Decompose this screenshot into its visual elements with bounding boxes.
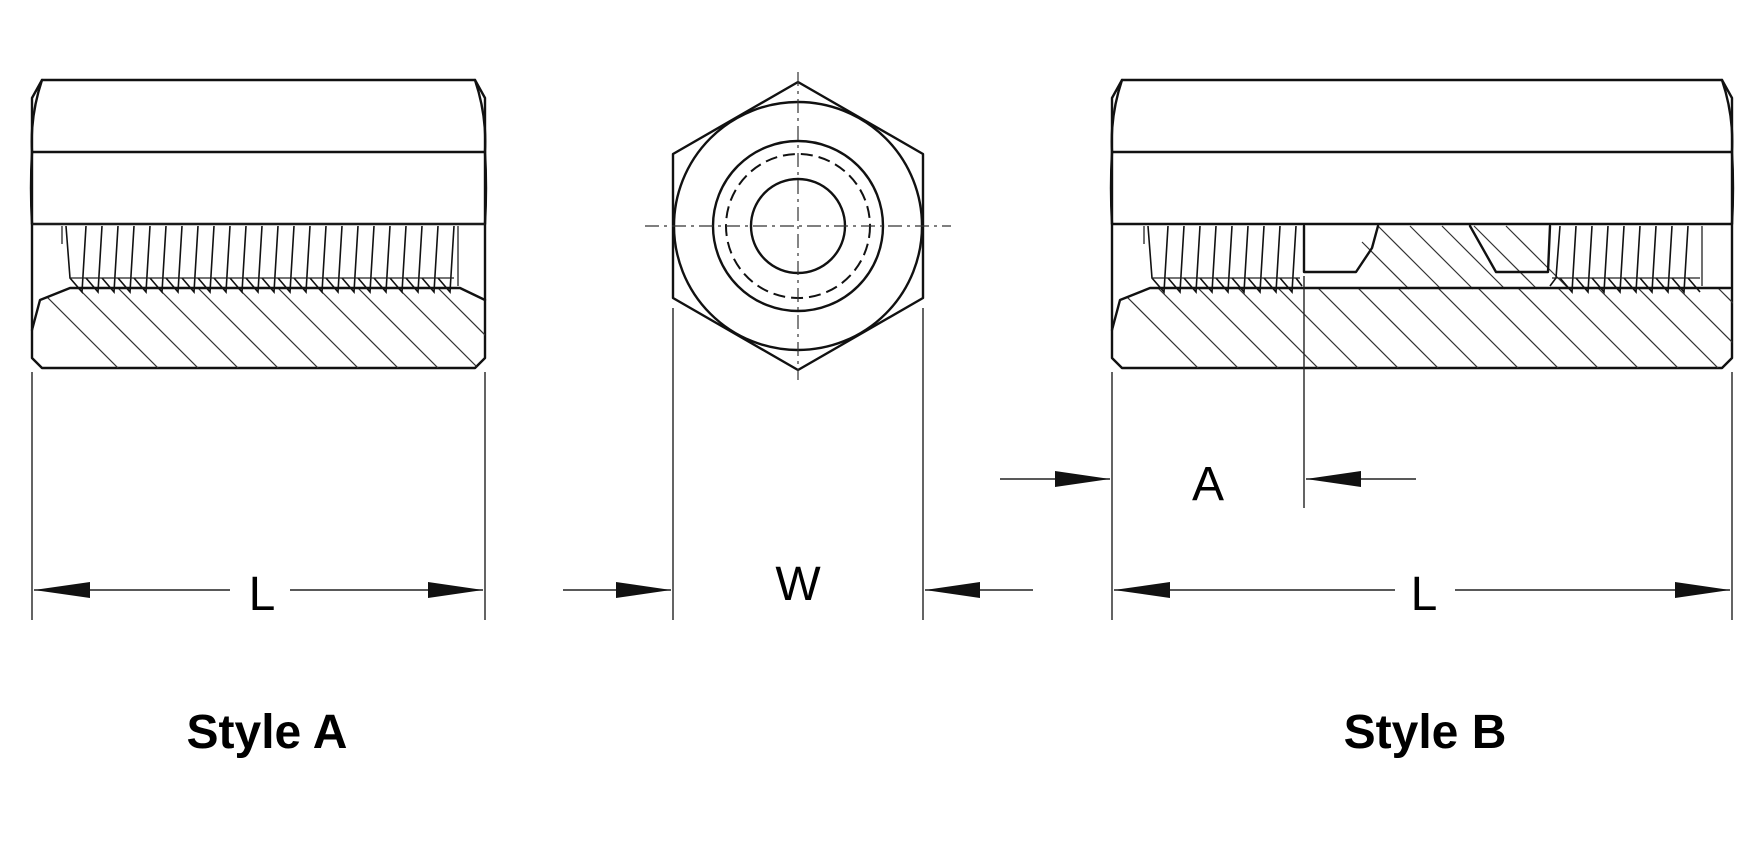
style-b-hex-corner-right [1720, 78, 1735, 226]
end-view [645, 72, 951, 380]
style-b-threads-right [1549, 225, 1703, 295]
style-a-hex-corner-left [29, 78, 44, 226]
arrow-right-icon [616, 582, 671, 598]
arrow-left-icon [1306, 471, 1361, 487]
style-a-view [29, 78, 488, 370]
style-a-threads [32, 223, 485, 295]
arrow-right-icon [428, 582, 483, 598]
arrow-left-icon [925, 582, 980, 598]
style-b-relief-left [1302, 224, 1380, 274]
style-b-section-hatch-core [1361, 225, 1570, 290]
caption-style-b: Style B [1344, 706, 1507, 759]
style-b-threads-left [1143, 225, 1303, 295]
dimension-lines [31, 276, 1733, 620]
style-a-section-boundary [30, 286, 487, 332]
style-b-view [1109, 78, 1735, 370]
arrow-left-icon [1114, 582, 1170, 598]
style-b-section-boundary [1110, 286, 1732, 332]
style-a-section-hatch [32, 288, 485, 368]
dimension-label-thread-depth: A [1192, 458, 1224, 511]
style-a-hex-corner-right [473, 78, 488, 226]
arrow-right-icon [1055, 471, 1110, 487]
dimension-label-length-b: L [1411, 568, 1438, 621]
style-b-relief-right [1468, 224, 1552, 274]
style-b-hex-corner-left [1109, 78, 1124, 226]
dimension-label-length-a: L [249, 568, 276, 621]
arrow-right-icon [1675, 582, 1730, 598]
style-b-section-hatch-lower [1112, 288, 1733, 368]
dimension-label-width: W [775, 558, 821, 611]
caption-style-a: Style A [187, 706, 348, 759]
arrow-left-icon [34, 582, 90, 598]
